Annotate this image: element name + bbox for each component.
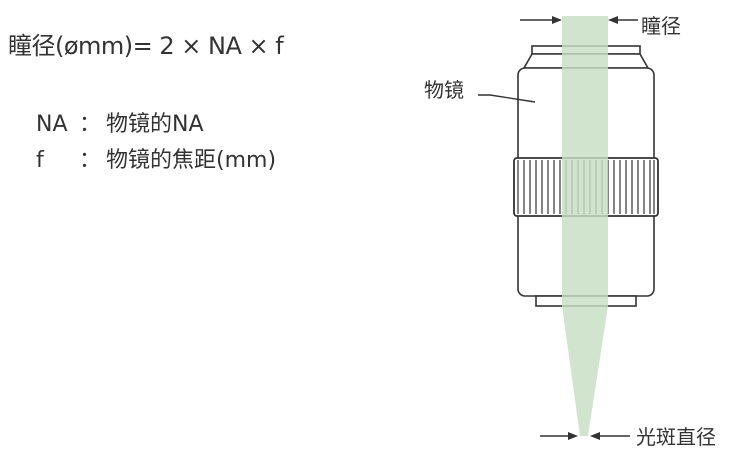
spot-diameter-label: 光斑直径 (636, 425, 716, 449)
definition-term: f (36, 148, 44, 173)
objective-label: 物镜 (424, 78, 464, 102)
definition-colon: ： (78, 148, 101, 173)
pupil-dimension-arrows (520, 16, 638, 24)
pupil-formula: 瞳径(ømm)= 2 × NA × f (8, 32, 284, 60)
definition-text: 物镜的焦距(mm) (106, 148, 277, 173)
pupil-diameter-label: 瞳径 (641, 14, 681, 38)
definition-colon: ： (78, 112, 101, 137)
definition-f: f ：物镜的焦距(mm) (36, 142, 276, 174)
definition-text: 物镜的NA (106, 112, 204, 137)
objective-leader-line (478, 94, 536, 103)
definition-na: NA ：物镜的NA (36, 106, 204, 138)
spot-dimension-arrows (540, 432, 630, 440)
light-beam (562, 16, 608, 436)
definition-term: NA (36, 112, 68, 137)
